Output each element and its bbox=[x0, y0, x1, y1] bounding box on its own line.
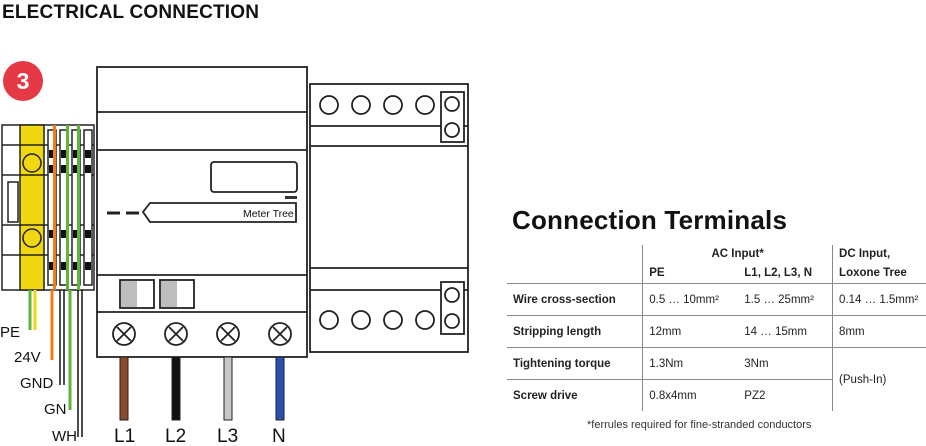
wire-labels: PE 24V GND GN WH bbox=[0, 324, 77, 445]
terminals-table: AC Input* DC Input, PE L1, L2, L3, N Lox… bbox=[507, 245, 926, 411]
connection-terminals-title: Connection Terminals bbox=[512, 205, 788, 235]
signal-wires bbox=[28, 290, 83, 437]
step-badge: 3 bbox=[3, 61, 43, 101]
phase-label-l1: L1 bbox=[114, 426, 135, 446]
wire-label-24v: 24V bbox=[14, 349, 41, 366]
row-label: Wire cross-section bbox=[507, 283, 643, 316]
phase-label-l2: L2 bbox=[165, 426, 186, 446]
row-label: Screw drive bbox=[513, 389, 578, 402]
table-row: Screw drive 0.8x4mm PZ2 bbox=[507, 379, 926, 411]
footnote: *ferrules required for fine-stranded con… bbox=[587, 419, 812, 431]
wire-label-gn: GN bbox=[44, 401, 67, 418]
table-row: Stripping length 12mm 14 … 15mm 8mm bbox=[507, 315, 926, 348]
l1-wire bbox=[119, 356, 129, 421]
terminal-block bbox=[1, 124, 95, 291]
ac-input-header: AC Input* bbox=[642, 245, 833, 263]
phase-screws bbox=[112, 322, 292, 346]
pe-terminal bbox=[19, 124, 45, 291]
dc-input-header-2: Loxone Tree bbox=[832, 263, 926, 284]
lines-value: 3Nm bbox=[738, 347, 833, 380]
lines-header: L1, L2, L3, N bbox=[738, 263, 833, 284]
table-row: Wire cross-section 0.5 … 10mm² 1.5 … 25m… bbox=[507, 283, 926, 316]
wiring-diagram: Meter Tree PE 24V GND GN WH bbox=[0, 66, 469, 446]
phase-label-l3: L3 bbox=[217, 426, 238, 446]
pe-header: PE bbox=[642, 263, 739, 284]
l2-wire bbox=[171, 356, 181, 421]
dc-value: 8mm bbox=[832, 315, 926, 348]
table-row: Tightening torque 1.3Nm 3Nm (Push-In) bbox=[507, 347, 926, 411]
wire-label-wh: WH bbox=[52, 428, 77, 445]
dc-input-header-1: DC Input, bbox=[832, 245, 926, 263]
wire-label-pe: PE bbox=[0, 324, 20, 341]
meter-tree-label: Meter Tree bbox=[243, 208, 294, 220]
l3-wire bbox=[223, 356, 233, 421]
meter-device bbox=[96, 66, 308, 358]
phase-labels: L1 L2 L3 N bbox=[114, 426, 286, 446]
dc-value: (Push-In) bbox=[832, 347, 926, 411]
extension-module bbox=[309, 83, 469, 353]
lines-value: 14 … 15mm bbox=[738, 315, 833, 348]
pe-value: 0.8x4mm bbox=[642, 379, 739, 411]
meter-display bbox=[210, 161, 298, 193]
lines-value: 1.5 … 25mm² bbox=[738, 283, 833, 316]
lines-value: PZ2 bbox=[744, 389, 766, 402]
row-label: Tightening torque bbox=[507, 347, 643, 380]
dc-value: 0.14 … 1.5mm² bbox=[832, 283, 926, 316]
pe-value: 1.3Nm bbox=[642, 347, 739, 380]
pe-value: 0.5 … 10mm² bbox=[642, 283, 739, 316]
phase-wires bbox=[119, 356, 285, 421]
row-label: Stripping length bbox=[507, 315, 643, 348]
phase-label-n: N bbox=[272, 426, 286, 446]
page-title: ELECTRICAL CONNECTION bbox=[2, 2, 260, 23]
n-wire bbox=[275, 356, 285, 421]
wire-label-gnd: GND bbox=[20, 375, 54, 392]
pe-value: 12mm bbox=[642, 315, 739, 348]
